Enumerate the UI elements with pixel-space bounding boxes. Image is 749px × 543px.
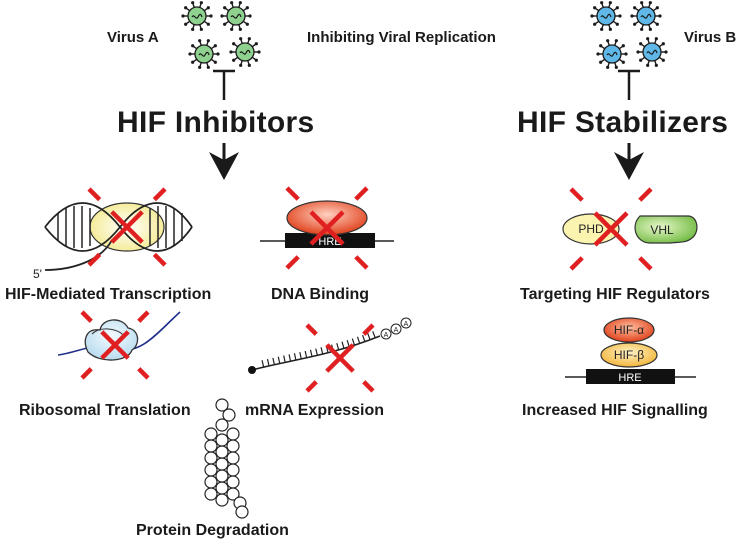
- dna-binding-label: DNA Binding: [271, 286, 370, 303]
- virus-a-particle-1: [181, 1, 213, 31]
- mrna-tick: [367, 333, 371, 341]
- virus-b-particle-1: [590, 1, 622, 31]
- virus-b-particle-3: [596, 39, 628, 69]
- poly-a-label-1: A: [384, 332, 389, 339]
- mrna-tick: [288, 354, 292, 362]
- protein-bead: [215, 481, 229, 495]
- mrna-tick: [346, 339, 350, 348]
- ribosome-icon: [57, 311, 181, 361]
- red-cross-marks: [80, 186, 653, 393]
- virus-b-cluster-icon: [590, 1, 668, 69]
- hif-beta-label: HIF-β: [614, 348, 644, 362]
- mrna-tick: [283, 355, 286, 363]
- mrna-tick: [315, 348, 318, 356]
- protein-bead: [215, 457, 229, 471]
- protein-bead: [215, 445, 229, 459]
- cross-mrna: [305, 323, 375, 393]
- mrna-tick: [272, 357, 275, 365]
- mrna-tick: [320, 347, 324, 355]
- mrna-tick: [336, 343, 340, 351]
- protein-bead: [204, 463, 218, 477]
- hre-label-right: HRE: [618, 372, 641, 384]
- hif-regulators-icon: PHD VHL: [562, 213, 698, 245]
- mrna-strand-icon: A A A: [248, 317, 412, 374]
- protein-bead: [215, 398, 229, 412]
- virus-a-particle-4: [229, 37, 261, 67]
- mrna-tick: [356, 336, 361, 344]
- mrna-tick: [351, 338, 356, 346]
- protein-bead: [204, 487, 218, 501]
- protein-bead: [226, 463, 240, 477]
- mrna-tick: [304, 350, 308, 358]
- five-prime-label: 5': [33, 267, 42, 281]
- inhibition-bar-right-icon: [618, 69, 640, 100]
- protein-bead: [215, 469, 229, 483]
- protein-degradation-label: Protein Degradation: [136, 522, 289, 539]
- protein-bead: [226, 439, 240, 453]
- virus-b-particle-2: [630, 1, 662, 31]
- protein-bead: [235, 505, 249, 519]
- protein-bead: [215, 493, 229, 507]
- protein-bead: [226, 427, 240, 441]
- virus-a-cluster-icon: [181, 1, 261, 69]
- inhibiting-replication-label: Inhibiting Viral Replication: [307, 29, 496, 46]
- virus-b-label: Virus B: [684, 29, 737, 46]
- transcription-label: HIF-Mediated Transcription: [5, 286, 212, 303]
- cross-regulators: [569, 187, 653, 271]
- phd-label: PHD: [578, 222, 604, 236]
- hif-complex-icon: HRE HIF-β HIF-α: [565, 317, 696, 384]
- translation-label: Ribosomal Translation: [19, 402, 191, 419]
- virus-a-label: Virus A: [107, 29, 159, 46]
- mrna-tick: [341, 341, 345, 349]
- vhl-label: VHL: [650, 223, 674, 237]
- protein-bead: [204, 439, 218, 453]
- poly-a-label-3: A: [404, 321, 409, 328]
- mrna-tick: [261, 360, 265, 368]
- mrna-tick: [362, 334, 366, 342]
- dna-binding-icon: HRE: [260, 200, 394, 248]
- protein-bead: [204, 427, 218, 441]
- protein-bead: [215, 418, 229, 432]
- virus-a-particle-2: [220, 1, 252, 31]
- protein-bead: [226, 451, 240, 465]
- mrna-tick: [277, 356, 281, 364]
- protein-bead: [226, 487, 240, 501]
- protein-bead: [222, 408, 236, 422]
- protein-bead: [215, 433, 229, 447]
- targeting-regulators-label: Targeting HIF Regulators: [520, 286, 710, 303]
- poly-a-label-2: A: [394, 327, 399, 334]
- mrna-tick: [266, 358, 270, 367]
- hif-stabilizers-title: HIF Stabilizers: [517, 106, 729, 139]
- inhibition-bar-left-icon: [213, 69, 235, 100]
- mrna-tick: [309, 349, 313, 357]
- virus-b-particle-4: [636, 37, 668, 67]
- mrna-tick: [299, 352, 302, 360]
- arrow-down-right-icon: [614, 143, 644, 180]
- hif-inhibitors-title: HIF Inhibitors: [117, 106, 315, 139]
- hif-alpha-label: HIF-α: [614, 323, 644, 337]
- cross-dna-binding: [285, 186, 369, 270]
- mrna-tick: [372, 331, 376, 339]
- mrna-expression-label: mRNA Expression: [245, 402, 384, 419]
- arrow-down-left-icon: [209, 143, 239, 180]
- protein-bead: [204, 451, 218, 465]
- protein-bead: [204, 475, 218, 489]
- protein-chain-icon: [204, 398, 249, 519]
- cross-translation: [80, 310, 150, 380]
- cross-transcription: [87, 187, 167, 267]
- protein-bead: [226, 475, 240, 489]
- virus-a-particle-3: [188, 39, 220, 69]
- mrna-tick: [293, 353, 297, 361]
- increased-signalling-label: Increased HIF Signalling: [522, 402, 708, 419]
